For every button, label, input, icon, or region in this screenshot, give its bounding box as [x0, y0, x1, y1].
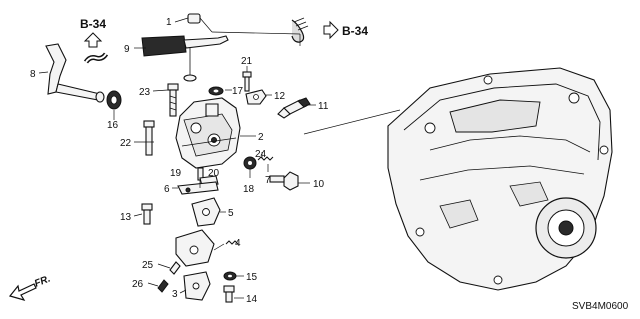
part-3-bracket[interactable]	[183, 271, 211, 301]
part-21-bolt[interactable]	[242, 71, 252, 92]
callout-17: 17	[232, 86, 244, 97]
part-5-shift-arm[interactable]	[191, 197, 221, 227]
callout-21: 21	[241, 56, 253, 67]
callout-7: 7	[265, 175, 271, 186]
callout-16: 16	[107, 120, 119, 131]
part-8-selector-lever[interactable]	[45, 43, 105, 103]
part-13-bolt[interactable]	[141, 203, 153, 225]
part-4-spring	[225, 240, 239, 245]
part-17-washer[interactable]	[208, 86, 224, 96]
callout-11: 11	[318, 101, 329, 112]
callout-8: 8	[30, 69, 36, 80]
part-9-shift-lever[interactable]	[141, 35, 229, 82]
lever-shaft	[55, 83, 101, 101]
callout-4: 4	[235, 238, 241, 249]
diagram-code: SVB4M0600	[572, 301, 629, 312]
part-14-bolt[interactable]	[223, 285, 235, 303]
part-16-seal[interactable]	[106, 90, 122, 110]
callout-23: 23	[139, 87, 151, 98]
callout-2: 2	[258, 132, 264, 143]
callout-5: 5	[228, 208, 234, 219]
callout-1: 1	[166, 17, 172, 28]
part-23-bolt[interactable]	[167, 83, 179, 117]
front-direction-indicator: FR.	[8, 274, 52, 301]
callout-12: 12	[274, 91, 286, 102]
ref-b34-right[interactable]: B-34	[291, 17, 368, 43]
callouts: 1 2 3 4 5 6 7 8 9 10 11 12 13 14 15 16 1…	[30, 17, 329, 305]
lever-arm	[183, 35, 229, 49]
front-label: FR.	[33, 274, 52, 290]
callout-14: 14	[246, 294, 258, 305]
up-arrow-icon	[83, 32, 103, 48]
ref-b34-left-label: B-34	[80, 17, 106, 31]
part-24-spring[interactable]	[257, 156, 274, 161]
callout-19: 19	[170, 168, 182, 179]
part-4-fork-holder[interactable]	[175, 229, 239, 267]
clip-body	[187, 13, 201, 24]
leader-lines	[38, 17, 401, 299]
callout-24: 24	[255, 149, 267, 160]
callout-20: 20	[208, 168, 220, 179]
callout-25: 25	[142, 260, 154, 271]
part-11-switch[interactable]	[277, 97, 311, 119]
callout-3: 3	[172, 289, 178, 300]
callout-13: 13	[120, 212, 132, 223]
callout-9: 9	[124, 44, 130, 55]
part-22-bolt[interactable]	[143, 120, 155, 156]
hose-clip-icon	[83, 52, 109, 64]
part-25-pin[interactable]	[169, 261, 181, 275]
lever-grip	[141, 35, 187, 57]
callout-18: 18	[243, 184, 255, 195]
part-6-shift-piece[interactable]	[177, 181, 219, 195]
callout-10: 10	[313, 179, 325, 190]
part-15-washer[interactable]	[223, 271, 237, 281]
callout-15: 15	[246, 272, 258, 283]
callout-26: 26	[132, 279, 144, 290]
callout-6: 6	[164, 184, 170, 195]
part-12-bracket[interactable]	[245, 89, 267, 105]
shift-housing[interactable]	[175, 97, 241, 169]
right-arrow-icon	[323, 20, 339, 40]
part-1-clip[interactable]	[187, 13, 213, 33]
part-26-pin[interactable]	[157, 279, 169, 293]
callout-22: 22	[120, 138, 132, 149]
part-10-plug-bolt[interactable]	[269, 171, 299, 191]
front-arrow-icon	[8, 283, 37, 301]
transmission-case[interactable]	[387, 67, 613, 291]
ref-b34-left[interactable]: B-34	[80, 17, 109, 64]
part-1-leader	[199, 17, 213, 33]
ref-b34-right-label: B-34	[342, 24, 368, 38]
spring-clip-icon	[291, 17, 309, 43]
